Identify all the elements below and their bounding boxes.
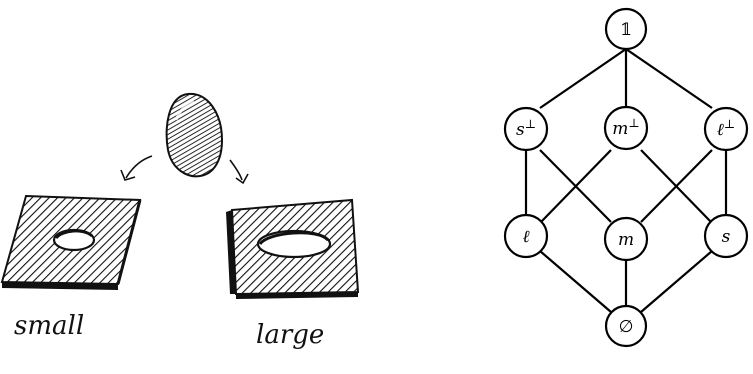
node-l: ℓ xyxy=(505,215,547,257)
lattice-edges xyxy=(526,49,726,312)
arrow-right xyxy=(230,160,242,180)
arrow-left xyxy=(126,156,152,178)
node-s-label: s xyxy=(722,227,731,247)
small-label: small xyxy=(14,311,84,341)
node-m-perp: m⊥ xyxy=(605,107,647,149)
node-l-perp: ℓ⊥ xyxy=(705,108,747,150)
node-top-label: 𝟙 xyxy=(620,20,632,40)
node-top: 𝟙 xyxy=(606,9,646,49)
edge xyxy=(540,251,611,312)
small-hole-plate xyxy=(2,196,140,290)
node-m-label: m xyxy=(618,230,634,250)
node-l-label: ℓ xyxy=(522,227,529,247)
large-label: large xyxy=(256,320,324,350)
edge xyxy=(540,49,626,108)
edge xyxy=(626,49,712,108)
egg-sketch: small large xyxy=(2,94,358,350)
node-s-perp: s⊥ xyxy=(505,108,547,150)
node-bottom-label: ∅ xyxy=(619,317,634,337)
node-s: s xyxy=(705,215,747,257)
egg xyxy=(167,94,222,176)
node-bottom: ∅ xyxy=(606,306,646,346)
large-hole-plate xyxy=(226,200,358,299)
edge xyxy=(641,251,712,312)
lattice-diagram: 𝟙 s⊥ m⊥ ℓ⊥ ℓ m xyxy=(505,9,747,346)
node-m: m xyxy=(605,218,647,260)
